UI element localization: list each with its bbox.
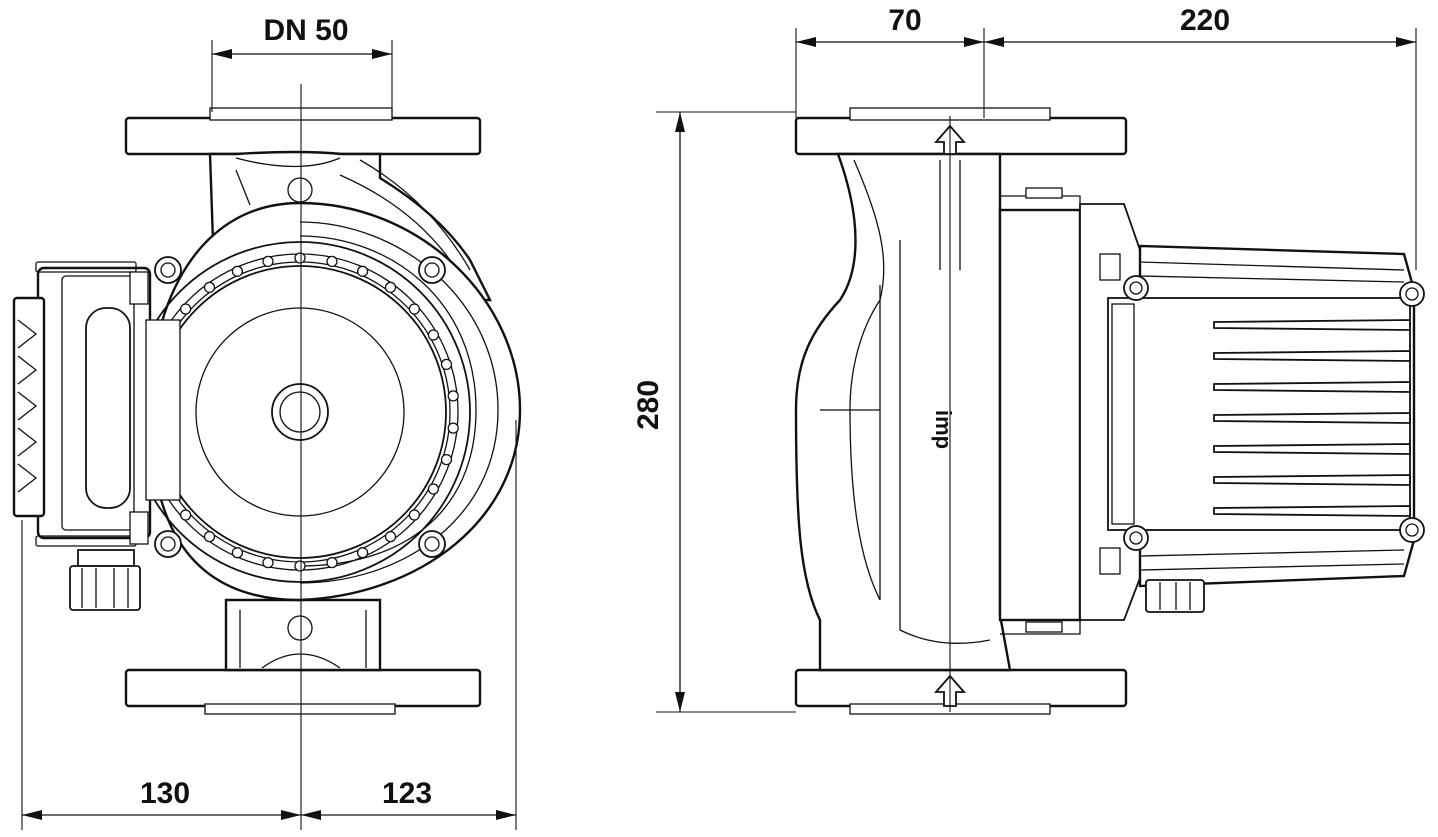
cooling-fin xyxy=(1213,350,1411,362)
ring-bolt xyxy=(203,281,216,294)
dimension-220: 220 xyxy=(984,4,1416,47)
cooling-fin xyxy=(1213,381,1411,393)
ring-bolt xyxy=(427,329,440,341)
cooling-fin xyxy=(1213,412,1411,424)
ring-bolt xyxy=(447,422,459,434)
ring-bolt xyxy=(179,509,192,521)
cooling-fin xyxy=(1213,505,1411,517)
ring-bolt xyxy=(294,252,306,264)
dimension-70: 70 xyxy=(796,4,984,47)
ring-bolt xyxy=(440,358,453,371)
dimension-label-123: 123 xyxy=(382,777,432,810)
ring-bolt xyxy=(326,556,338,569)
ring-bolt xyxy=(384,281,397,294)
ring-bolt xyxy=(447,390,459,402)
dimension-123: 123 xyxy=(301,777,516,820)
cooling-fin xyxy=(1213,319,1411,331)
dimension-label-280: 280 xyxy=(632,380,665,430)
front-bottom-flange xyxy=(124,668,482,708)
ring-bolt xyxy=(427,483,440,495)
ring-bolt xyxy=(356,547,369,559)
ring-bolt xyxy=(179,303,192,315)
dimension-280: 280 xyxy=(632,112,685,712)
ring-bolt xyxy=(262,255,274,268)
ring-bolt xyxy=(384,530,397,543)
dimension-label-130: 130 xyxy=(140,777,190,810)
front-top-flange xyxy=(124,116,482,156)
ring-bolt xyxy=(356,265,369,277)
ring-bolt xyxy=(231,547,244,559)
front-cable-gland xyxy=(69,549,141,611)
ring-bolt xyxy=(203,530,216,543)
cooling-fin xyxy=(1213,443,1411,455)
motor-housing xyxy=(1099,244,1425,588)
dimension-label-220: 220 xyxy=(1180,4,1230,37)
front-corner-screws xyxy=(154,256,446,558)
ring-bolt xyxy=(440,453,453,466)
ring-bolt xyxy=(408,303,421,315)
cooling-fin xyxy=(1213,474,1411,486)
ring-bolt xyxy=(231,265,244,277)
terminal-box xyxy=(12,261,181,547)
brand-logo: imp xyxy=(931,410,956,449)
side-cable-gland xyxy=(1145,579,1205,613)
ring-bolt xyxy=(262,556,274,569)
ring-bolt xyxy=(294,560,306,572)
ring-bolt xyxy=(408,509,421,521)
front-view xyxy=(12,84,522,830)
side-pump-body xyxy=(794,152,1012,672)
side-top-flange xyxy=(794,116,1128,156)
dimension-label-70: 70 xyxy=(888,4,921,37)
dimension-dn50: DN 50 xyxy=(211,14,393,112)
ring-bolt xyxy=(326,255,338,268)
dimension-130: 130 xyxy=(22,777,301,820)
dimension-label-dn50: DN 50 xyxy=(263,14,348,47)
motor-cooling-fins xyxy=(1213,319,1411,517)
side-view: imp xyxy=(656,28,1425,715)
